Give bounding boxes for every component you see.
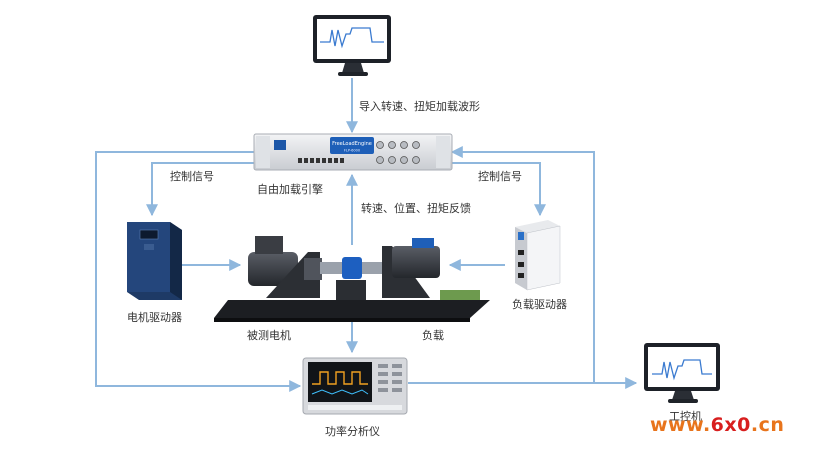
edge-outer-left [95, 151, 302, 392]
engine-rack: FreeLoadEngine FLP-6000 [253, 133, 453, 171]
edge-control-left [146, 162, 254, 217]
edge-label-control-right: 控制信号 [478, 170, 522, 183]
motor-driver-device [127, 222, 182, 300]
watermark: www.6x0.cn [650, 414, 784, 436]
label-motor-driver: 电机驱动器 [127, 311, 182, 324]
engine-panel-text: FreeLoadEngine [332, 141, 372, 147]
test-bench [214, 236, 490, 322]
edge-label-import-waveform: 导入转速、扭矩加载波形 [359, 100, 480, 113]
watermark-suffix: .cn [750, 414, 785, 436]
watermark-prefix: www. [650, 414, 711, 436]
watermark-mid: 6x0 [710, 414, 751, 436]
ipc-monitor [644, 343, 720, 403]
engine-panel-model: FLP-6000 [344, 149, 360, 153]
label-power-analyzer: 功率分析仪 [325, 425, 380, 438]
edge-outer-right [450, 146, 595, 382]
connectors [95, 78, 638, 392]
dut-motor-device [248, 236, 322, 298]
label-ipc: 工控机 [669, 410, 702, 423]
load-driver-device [515, 220, 561, 291]
label-engine: 自由加载引擎 [257, 183, 323, 196]
edge-control-right [452, 162, 546, 217]
edge-label-control-left: 控制信号 [170, 170, 214, 183]
label-load: 负载 [422, 329, 444, 342]
label-dut-motor: 被测电机 [247, 329, 291, 342]
load-motor-device [382, 238, 480, 300]
top-pc-monitor [313, 15, 391, 76]
power-analyzer-device [302, 357, 408, 415]
edge-label-feedback: 转速、位置、扭矩反馈 [361, 202, 471, 215]
label-load-driver: 负载驱动器 [512, 298, 567, 311]
